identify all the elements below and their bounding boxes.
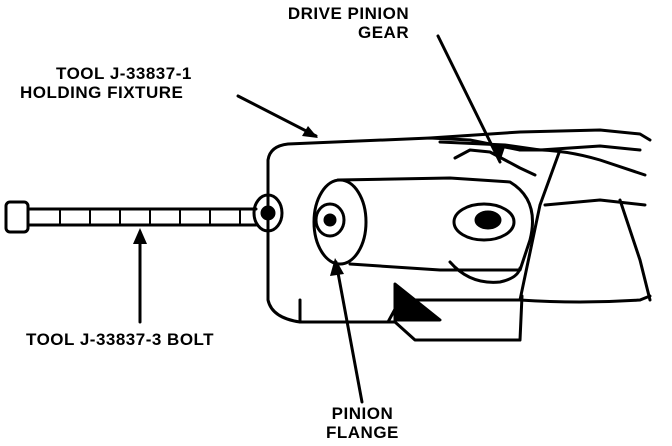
holding-fixture-lower-plate: [298, 294, 524, 342]
drive-pinion-gear-label: DRIVE PINION GEAR: [262, 4, 409, 42]
drive-pinion-gear-label-line1: DRIVE PINION: [287, 4, 410, 23]
fixture-bolt-hole: [260, 205, 276, 221]
bolt-head: [4, 200, 30, 234]
drive-pinion-gear-label-line2: GEAR: [358, 23, 410, 42]
bolt-label-line1: TOOL J-33837-3 BOLT: [26, 330, 215, 349]
holding-fixture-body: [266, 136, 562, 324]
gear-face-inner: [474, 210, 502, 230]
pinion-flange: [312, 178, 368, 266]
holding-fixture-label: TOOL J-33837-1 HOLDING FIXTURE: [20, 64, 192, 102]
pinion-nut-center: [323, 213, 337, 227]
arrowhead-pinion-flange: [330, 258, 344, 276]
bolt-label: TOOL J-33837-3 BOLT: [26, 330, 214, 349]
holding-fixture-slot: [393, 282, 442, 322]
leader-drive-pinion-gear: [436, 34, 502, 164]
gear-housing-top-edge: [438, 140, 642, 152]
gear-housing-lower: [518, 294, 652, 304]
bolt-threads: [59, 208, 241, 226]
pinion-flange-label-line2: FLANGE: [326, 423, 399, 442]
pinion-flange-label: PINION FLANGE: [326, 404, 399, 442]
pinion-flange-label-line1: PINION: [331, 404, 394, 423]
leader-pinion-flange: [334, 260, 364, 404]
gear-face: [452, 202, 516, 242]
bolt-shaft: [26, 207, 258, 227]
fixture-bolt-boss: [252, 193, 284, 233]
arrowhead-drive-pinion-gear: [492, 144, 506, 162]
pinion-cylinder: [336, 176, 534, 272]
arrowhead-holding-fixture: [302, 126, 318, 138]
gear-lower-bearing: [448, 260, 522, 284]
holding-fixture-label-line1: TOOL J-33837-1: [56, 64, 192, 83]
gear-housing: [428, 128, 652, 302]
arrowhead-bolt: [133, 228, 147, 244]
leader-holding-fixture: [236, 94, 318, 138]
holding-fixture-label-line2: HOLDING FIXTURE: [20, 83, 184, 102]
pinion-nut: [314, 202, 346, 238]
